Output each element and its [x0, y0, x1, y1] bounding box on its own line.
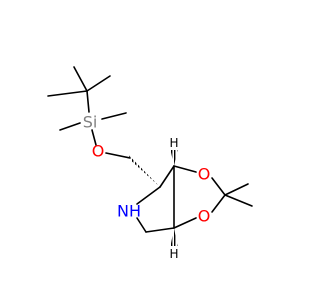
- bond-lines: [47, 66, 253, 233]
- bond-c4-c3a: [159, 165, 175, 188]
- atom-label-o-ring-bottom: O: [198, 207, 211, 226]
- bond-o-top-cq: [211, 177, 226, 196]
- molecule-structure: Si O O O NH H H: [47, 66, 253, 261]
- bond-tbu-center-right: [86, 75, 111, 92]
- bond-tbu-center-left: [47, 90, 88, 97]
- bond-o-ch2: [105, 152, 131, 159]
- hashed-wedge-h-bottom: [170, 228, 178, 246]
- bond-c6-n: [136, 217, 147, 233]
- bond-si-methyl-left: [59, 122, 81, 131]
- bond-c3a-o-top: [173, 165, 197, 173]
- bond-n-c4: [136, 186, 161, 205]
- bond-cq-methyl-top: [224, 183, 249, 196]
- bond-tbu-center-top: [73, 66, 88, 92]
- atom-label-o-ether: O: [92, 142, 105, 161]
- bond-cq-methyl-bottom: [224, 194, 253, 207]
- bond-tbu-center-si: [86, 90, 90, 113]
- bond-o-bottom-c6a: [173, 217, 197, 229]
- bond-si-o: [91, 129, 97, 146]
- atom-label-h-bottom: H: [169, 247, 178, 261]
- hashed-wedge-ch2: [128, 154, 160, 187]
- bond-si-methyl-right: [101, 112, 127, 120]
- atom-label-nh: NH: [117, 202, 141, 221]
- atom-label-o-ring-top: O: [198, 165, 211, 184]
- atom-label-h-top: H: [169, 136, 178, 150]
- bond-cq-o-bottom: [211, 194, 226, 213]
- atom-label-si: Si: [83, 113, 98, 132]
- hashed-wedge-h-top: [170, 150, 178, 166]
- bond-c6a-c6: [145, 227, 175, 233]
